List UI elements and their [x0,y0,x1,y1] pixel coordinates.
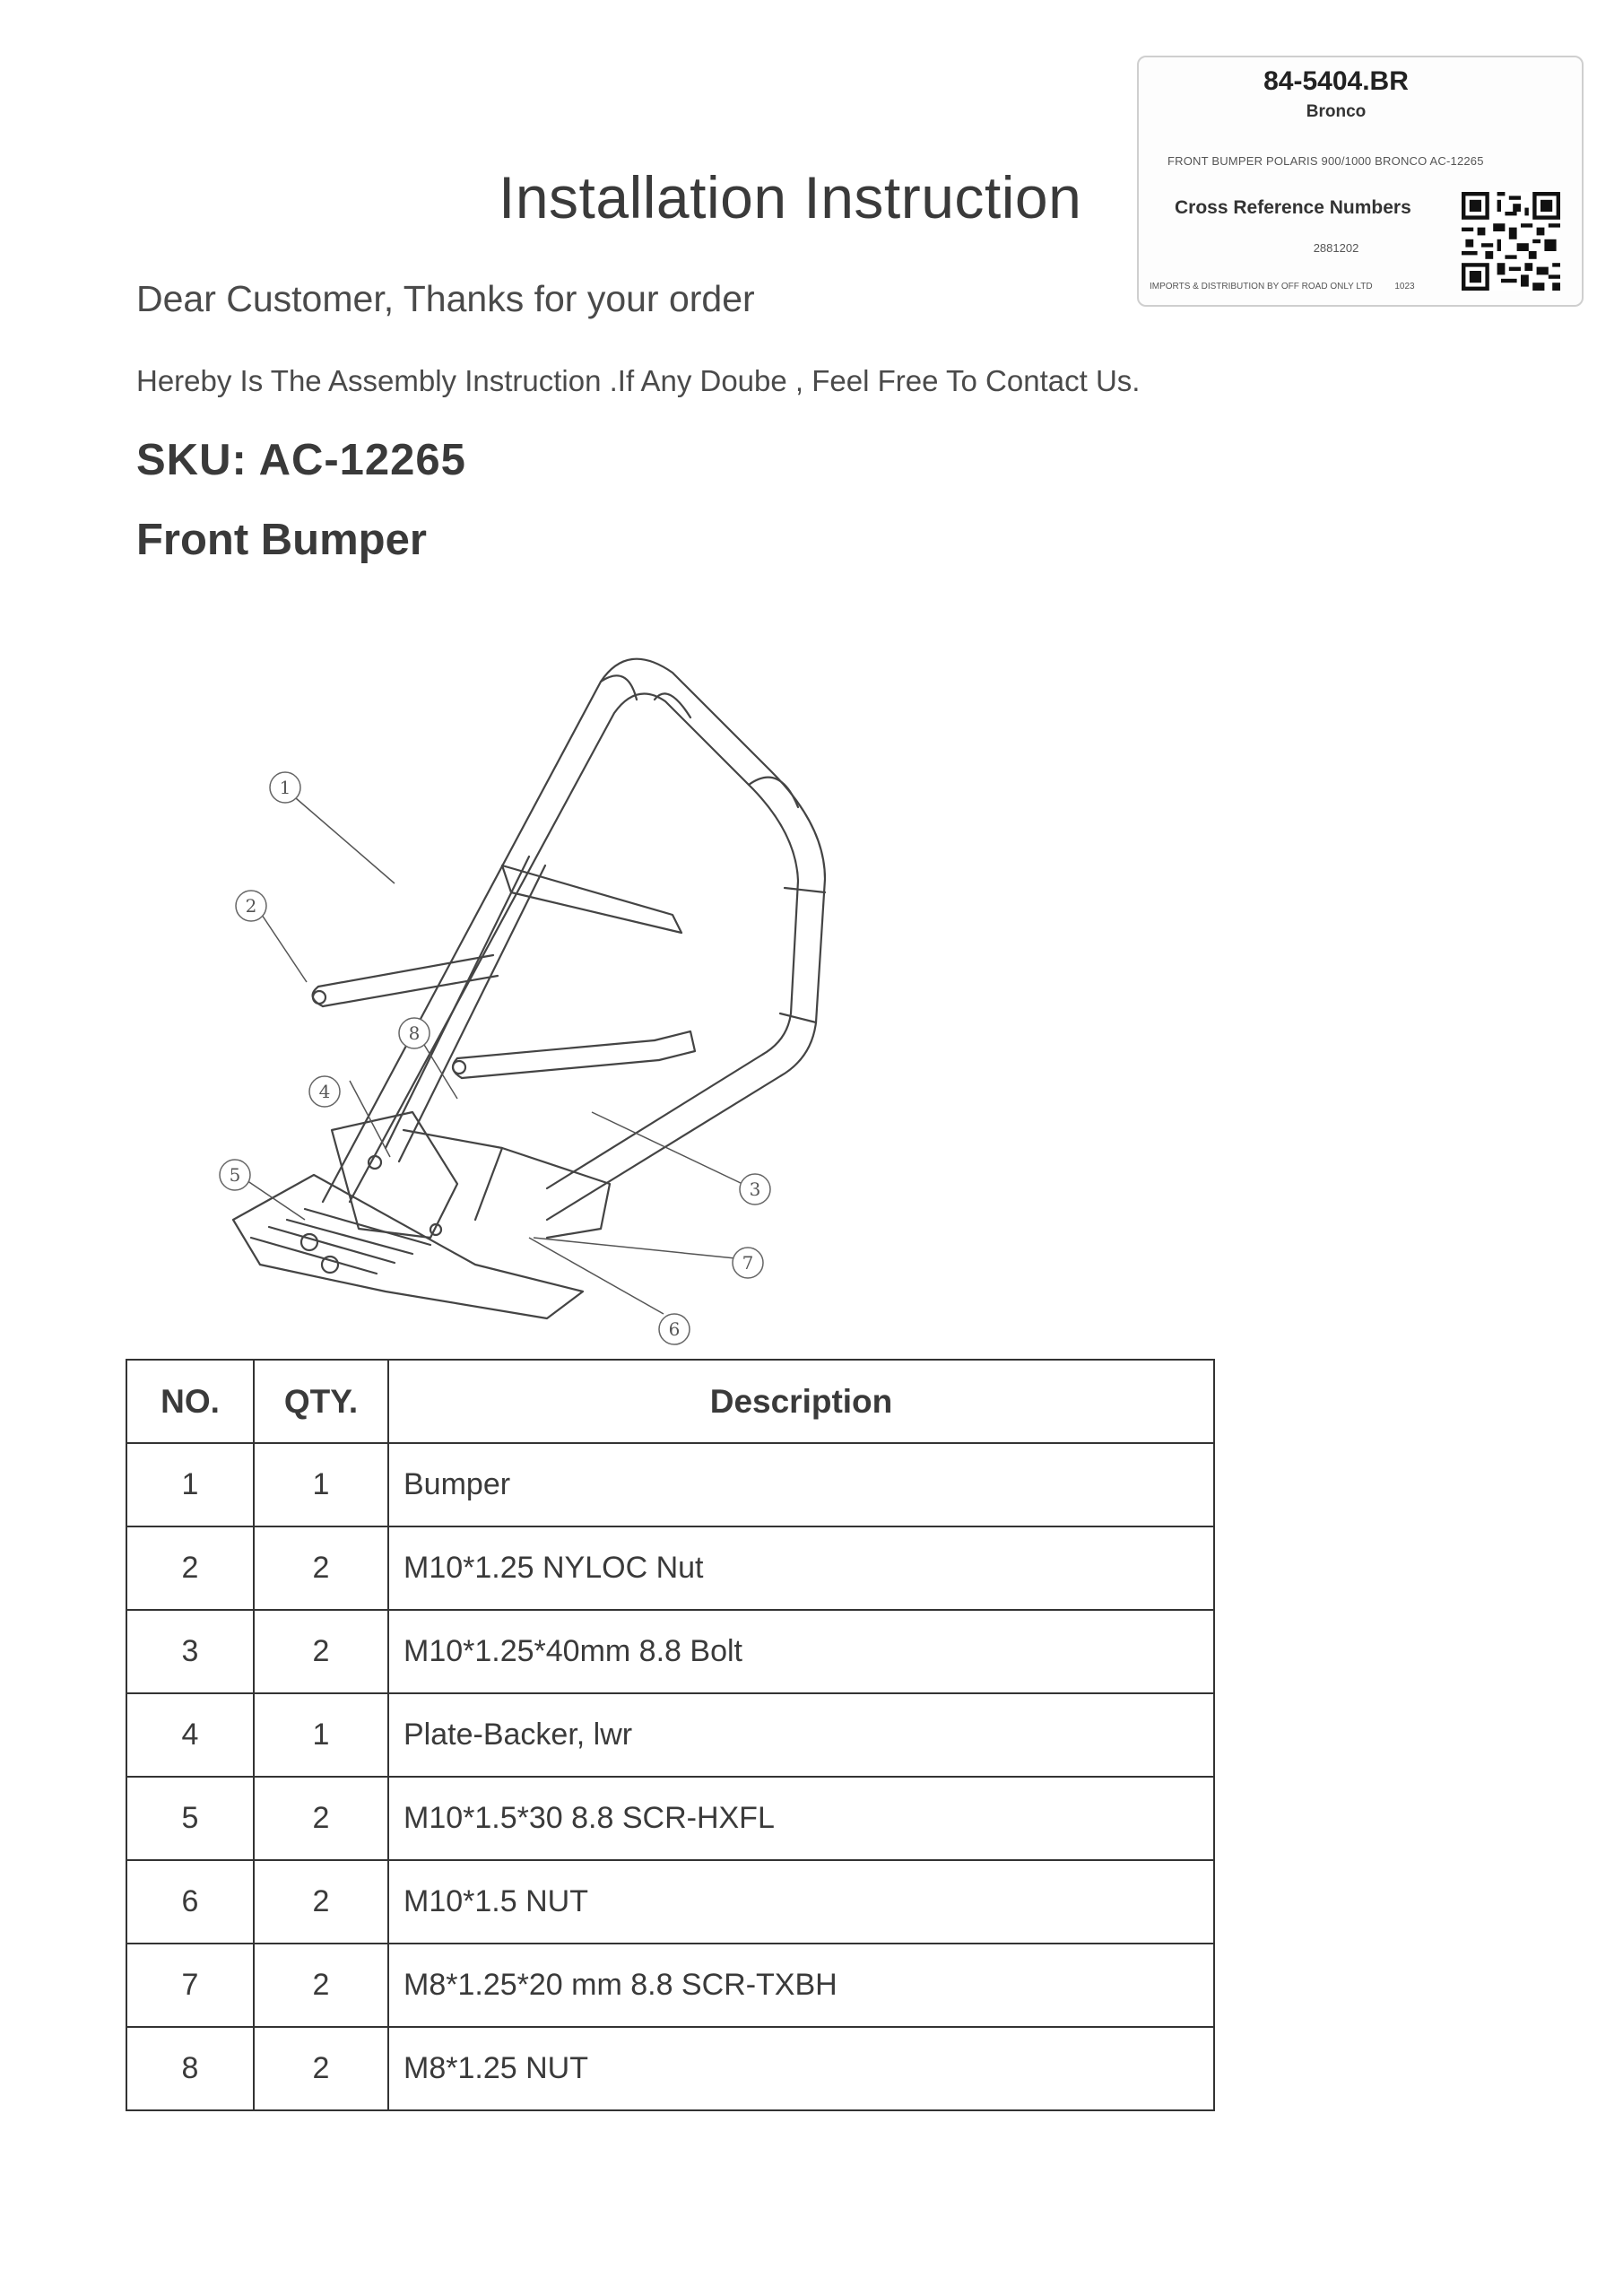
label-brand: Bronco [1306,102,1367,121]
callout-1: 1 [269,771,301,804]
sku-heading: SKU: AC-12265 [136,436,466,484]
product-label: 84-5404.BR Bronco FRONT BUMPER POLARIS 9… [1137,56,1584,307]
cell-no: 8 [126,2026,255,2111]
product-heading: Front Bumper [136,516,427,564]
svg-text:5: 5 [230,1164,241,1186]
cell-description: M10*1.5*30 8.8 SCR-HXFL [387,1776,1215,1861]
cell-no: 1 [126,1442,255,1527]
svg-text:8: 8 [409,1022,421,1044]
intro-text: Hereby Is The Assembly Instruction .If A… [136,364,1141,397]
label-description: FRONT BUMPER POLARIS 900/1000 BRONCO AC-… [1167,154,1484,168]
label-part-number: 84-5404.BR [1263,66,1409,96]
cell-no: 4 [126,1692,255,1778]
table-header-row: NO. QTY. Description [126,1359,1215,1444]
callout-bubbles: 1 2 3 4 5 6 7 8 [219,771,771,1345]
cell-description: M8*1.25 NUT [387,2026,1215,2111]
parts-table: NO. QTY. Description 1 1 Bumper 2 2 M10*… [126,1359,1215,2111]
table-row: 8 2 M8*1.25 NUT [126,2026,1215,2111]
cell-description: Bumper [387,1442,1215,1527]
label-cross-reference-title: Cross Reference Numbers [1175,197,1411,218]
cell-no: 7 [126,1943,255,2028]
cell-no: 6 [126,1859,255,1944]
svg-text:2: 2 [246,895,257,917]
callout-4: 4 [308,1075,341,1108]
page-title: Installation Instruction [499,164,1082,230]
assembly-diagram: 1 2 3 4 5 6 7 8 [219,657,827,1345]
callout-leaders [238,797,743,1315]
cell-no: 3 [126,1609,255,1694]
callout-6: 6 [658,1313,690,1345]
svg-text:3: 3 [750,1178,761,1200]
table-row: 6 2 M10*1.5 NUT [126,1859,1215,1944]
cell-description: M8*1.25*20 mm 8.8 SCR-TXBH [387,1943,1215,2028]
cell-description: M10*1.25*40mm 8.8 Bolt [387,1609,1215,1694]
table-row: 4 1 Plate-Backer, lwr [126,1692,1215,1778]
table-row: 2 2 M10*1.25 NYLOC Nut [126,1526,1215,1611]
svg-text:7: 7 [742,1252,754,1274]
label-imports-line: IMPORTS & DISTRIBUTION BY OFF ROAD ONLY … [1150,282,1415,291]
table-row: 5 2 M10*1.5*30 8.8 SCR-HXFL [126,1776,1215,1861]
greeting-text: Dear Customer, Thanks for your order [136,278,755,319]
callout-7: 7 [732,1247,764,1279]
header-description: Description [387,1359,1215,1444]
cell-qty: 2 [253,1943,389,2028]
cell-no: 5 [126,1776,255,1861]
callout-5: 5 [219,1159,251,1191]
cell-qty: 2 [253,2026,389,2111]
header-no: NO. [126,1359,255,1444]
qr-code-icon [1462,192,1560,291]
cell-qty: 1 [253,1442,389,1527]
cell-description: Plate-Backer, lwr [387,1692,1215,1778]
svg-text:6: 6 [669,1318,681,1340]
header-qty: QTY. [253,1359,389,1444]
bumper-drawing [231,657,827,1320]
cell-qty: 1 [253,1692,389,1778]
table-row: 3 2 M10*1.25*40mm 8.8 Bolt [126,1609,1215,1694]
cell-qty: 2 [253,1609,389,1694]
svg-text:1: 1 [280,777,291,798]
callout-3: 3 [739,1173,771,1205]
svg-text:4: 4 [319,1081,331,1102]
callout-8: 8 [398,1017,430,1049]
cell-qty: 2 [253,1776,389,1861]
table-row: 1 1 Bumper [126,1442,1215,1527]
cell-description: M10*1.5 NUT [387,1859,1215,1944]
cell-description: M10*1.25 NYLOC Nut [387,1526,1215,1611]
cell-qty: 2 [253,1859,389,1944]
label-imports-text: IMPORTS & DISTRIBUTION BY OFF ROAD ONLY … [1150,282,1373,291]
label-code: 1023 [1394,282,1415,291]
cell-qty: 2 [253,1526,389,1611]
callout-2: 2 [235,890,267,922]
label-cross-reference-number: 2881202 [1313,241,1359,255]
table-row: 7 2 M8*1.25*20 mm 8.8 SCR-TXBH [126,1943,1215,2028]
cell-no: 2 [126,1526,255,1611]
